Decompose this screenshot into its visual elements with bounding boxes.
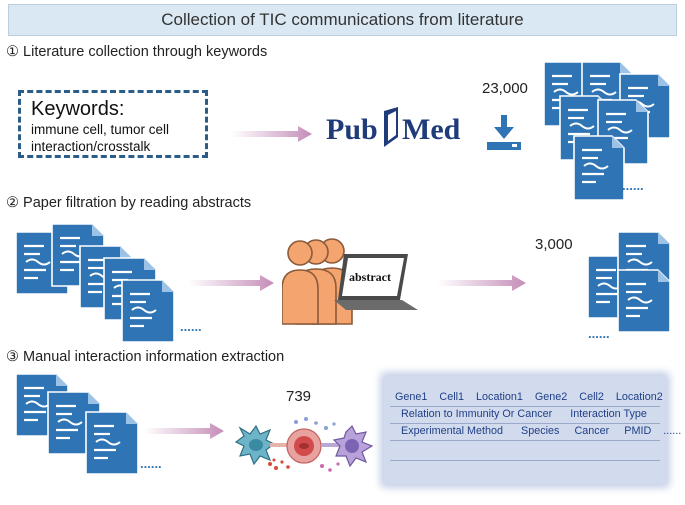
keywords-box: Keywords: immune cell, tumor cell intera… bbox=[18, 90, 208, 158]
field-more: ...... bbox=[663, 425, 682, 437]
keywords-heading: Keywords: bbox=[31, 98, 125, 120]
field-gene2: Gene2 bbox=[534, 391, 568, 403]
download-icon bbox=[487, 115, 521, 150]
cell-interaction-illustration bbox=[234, 417, 374, 472]
laptop-screen-label: abstract bbox=[349, 270, 391, 284]
reviewers-laptop-illustration: abstract bbox=[282, 238, 418, 325]
count-extracted: 739 bbox=[286, 388, 312, 405]
keywords-line-1: immune cell, tumor cell bbox=[31, 122, 170, 137]
laptop-icon bbox=[334, 254, 418, 310]
field-location2: Location2 bbox=[615, 391, 663, 403]
tumor-cell-icon bbox=[286, 428, 322, 464]
pubmed-logo-med: Med bbox=[402, 113, 461, 146]
fields-row-3: Experimental Method Species Cancer PMID … bbox=[401, 425, 681, 437]
field-interaction-type: Interaction Type bbox=[570, 408, 647, 420]
ellipsis-filtered: ...... bbox=[588, 326, 610, 341]
arrow-right-icon bbox=[144, 423, 224, 439]
panel-divider bbox=[390, 460, 660, 461]
step-1-heading: ① Literature collection through keywords bbox=[6, 44, 267, 60]
step-1-label: Literature collection through keywords bbox=[23, 44, 268, 60]
field-cell1: Cell1 bbox=[439, 391, 465, 403]
page-title: Collection of TIC communications from li… bbox=[8, 4, 677, 36]
arrow-right-icon bbox=[438, 275, 526, 291]
step-1-marker: ① bbox=[6, 44, 19, 60]
arrow-right-icon bbox=[232, 126, 312, 142]
step-2-marker: ② bbox=[6, 195, 19, 211]
fields-row-1: Gene1 Cell1 Location1 Gene2 Cell2 Locati… bbox=[395, 391, 663, 403]
arrow-right-icon bbox=[188, 275, 274, 291]
ellipsis-collected: ...... bbox=[622, 178, 644, 193]
count-filtered: 3,000 bbox=[535, 236, 573, 253]
keywords-line-2: interaction/crosstalk bbox=[31, 139, 151, 154]
panel-divider bbox=[390, 406, 660, 407]
macrophage-cell-icon bbox=[332, 424, 374, 468]
panel-divider bbox=[390, 423, 660, 424]
step-3-label: Manual interaction information extractio… bbox=[23, 349, 285, 365]
count-collected: 23,000 bbox=[482, 80, 528, 97]
document-icon bbox=[121, 279, 175, 343]
page-title-text: Collection of TIC communications from li… bbox=[161, 10, 524, 29]
step-2-label: Paper filtration by reading abstracts bbox=[23, 195, 252, 211]
ellipsis-papers-step2: ...... bbox=[180, 319, 202, 334]
pubmed-logo: Pub Med bbox=[322, 103, 462, 151]
panel-divider bbox=[390, 440, 660, 441]
field-relation: Relation to Immunity Or Cancer bbox=[401, 408, 553, 420]
field-location1: Location1 bbox=[476, 391, 523, 403]
ellipsis-papers-step3: ...... bbox=[140, 456, 162, 471]
field-species: Species bbox=[521, 425, 560, 437]
field-experimental-method: Experimental Method bbox=[401, 425, 504, 437]
step-3-marker: ③ bbox=[6, 349, 19, 365]
document-icon bbox=[573, 135, 625, 201]
field-cancer: Cancer bbox=[574, 425, 610, 437]
field-gene1: Gene1 bbox=[395, 391, 428, 403]
pubmed-logo-pub: Pub bbox=[326, 113, 378, 146]
field-cell2: Cell2 bbox=[579, 391, 604, 403]
field-pmid: PMID bbox=[624, 425, 652, 437]
document-icon bbox=[85, 411, 139, 475]
fields-row-2: Relation to Immunity Or Cancer Interacti… bbox=[401, 408, 647, 420]
immune-cell-icon bbox=[234, 424, 276, 466]
extracted-fields-panel: Gene1 Cell1 Location1 Gene2 Cell2 Locati… bbox=[384, 376, 681, 484]
step-3-heading: ③ Manual interaction information extract… bbox=[6, 349, 284, 365]
document-icon bbox=[617, 269, 671, 333]
step-2-heading: ② Paper filtration by reading abstracts bbox=[6, 195, 251, 211]
